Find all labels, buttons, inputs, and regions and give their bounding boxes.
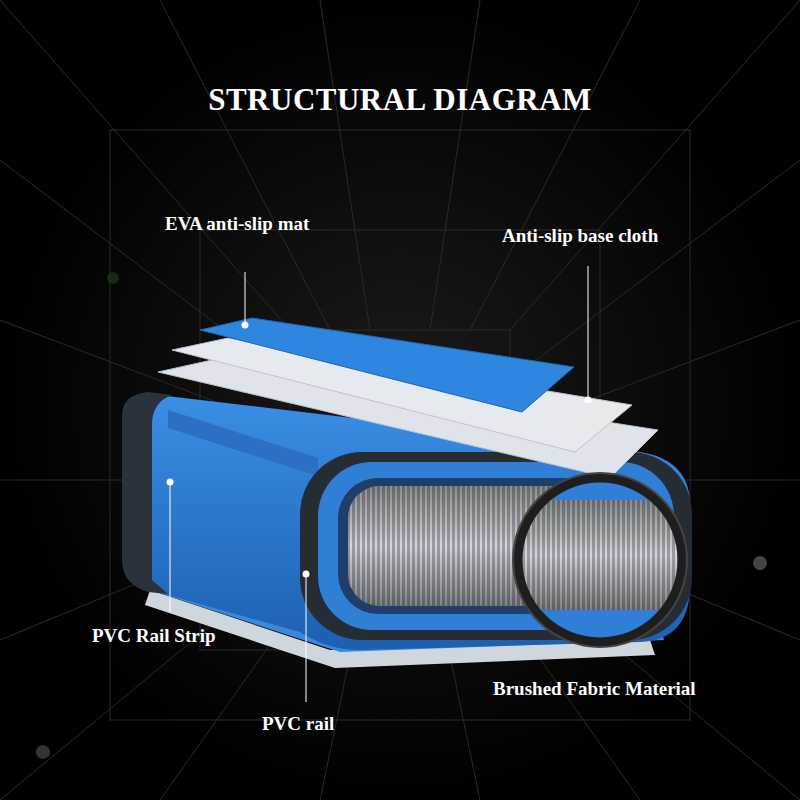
leader-dots bbox=[167, 322, 592, 578]
mat-layers bbox=[122, 318, 692, 668]
part-label: PVC rail bbox=[262, 713, 334, 735]
part-label: PVC Rail Strip bbox=[92, 625, 216, 647]
part-label: Anti-slip base cloth bbox=[502, 225, 658, 247]
magnifier bbox=[513, 470, 687, 647]
part-label: Brushed Fabric Material bbox=[493, 678, 696, 700]
diagram-title: STRUCTURAL DIAGRAM bbox=[208, 82, 592, 118]
part-label: EVA anti-slip mat bbox=[165, 213, 309, 235]
leader-lines bbox=[170, 266, 588, 702]
